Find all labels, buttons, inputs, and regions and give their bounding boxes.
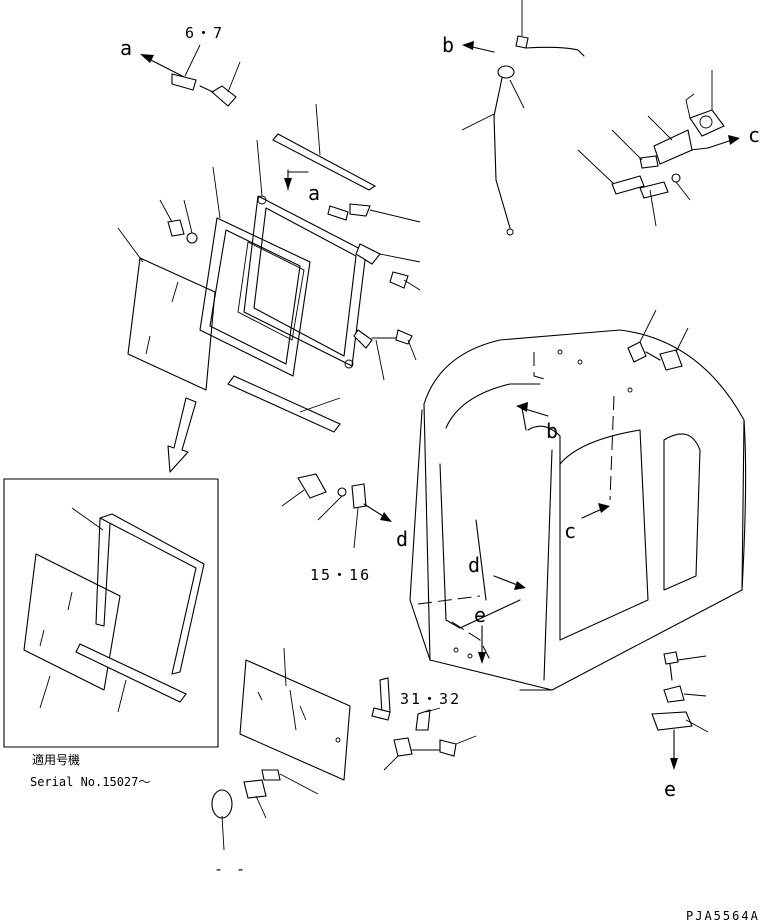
hollow-arrow-down xyxy=(167,397,197,473)
cab-frame xyxy=(409,329,747,691)
label-d-cab: d xyxy=(468,553,480,577)
drawing-code: PJA5564A xyxy=(686,909,760,923)
dash-note: - - xyxy=(214,860,247,878)
harness-wiring xyxy=(461,0,585,236)
bottom-right-parts xyxy=(651,651,709,770)
arrow-d-mid xyxy=(363,503,392,522)
bottom-parts xyxy=(211,677,477,851)
arrow-b-cab xyxy=(516,402,549,431)
arrow-e-cab xyxy=(478,625,486,664)
label-b-top: b xyxy=(442,33,454,57)
arrow-c-top xyxy=(689,135,740,151)
clips-right-frame xyxy=(327,203,421,381)
label-c-top: c xyxy=(748,123,760,147)
inset-glass xyxy=(23,553,121,709)
lower-strip xyxy=(227,375,341,433)
inset-title: 適用号機 xyxy=(32,752,80,767)
latch-part xyxy=(171,44,201,91)
arrow-a-frame xyxy=(284,169,309,191)
part-number-31-32: 31・32 xyxy=(400,690,461,708)
label-b-cab: b xyxy=(546,419,558,443)
bolt-top-left xyxy=(199,61,241,107)
part-number-15-16: 15・16 xyxy=(310,566,371,584)
inset-lower-strip xyxy=(75,643,187,713)
label-a-frame: a xyxy=(308,181,320,205)
arrow-d-cab xyxy=(493,575,526,590)
cab-bolt-top xyxy=(627,309,689,371)
label-e-cab: e xyxy=(474,603,486,627)
bolt-nut-left xyxy=(159,199,198,244)
front-glass xyxy=(239,647,351,781)
side-glass xyxy=(117,227,216,391)
inset-seal xyxy=(71,507,205,675)
window-seal xyxy=(199,166,311,377)
inset-serial: Serial No.15027～ xyxy=(30,775,150,789)
inset-box xyxy=(3,478,219,748)
label-e-bottom: e xyxy=(664,777,676,801)
window-frame xyxy=(243,139,367,369)
window-top-strip xyxy=(272,103,377,191)
label-d-mid: d xyxy=(396,527,408,551)
arrow-c-cab xyxy=(581,503,610,519)
label-a-top: a xyxy=(120,36,132,60)
part-number-6-7: 6・7 xyxy=(185,24,224,42)
bolt-15-16 xyxy=(281,473,367,549)
label-c-cab: c xyxy=(564,519,576,543)
lamp-assembly xyxy=(577,70,725,227)
arrow-b-top xyxy=(462,41,495,53)
